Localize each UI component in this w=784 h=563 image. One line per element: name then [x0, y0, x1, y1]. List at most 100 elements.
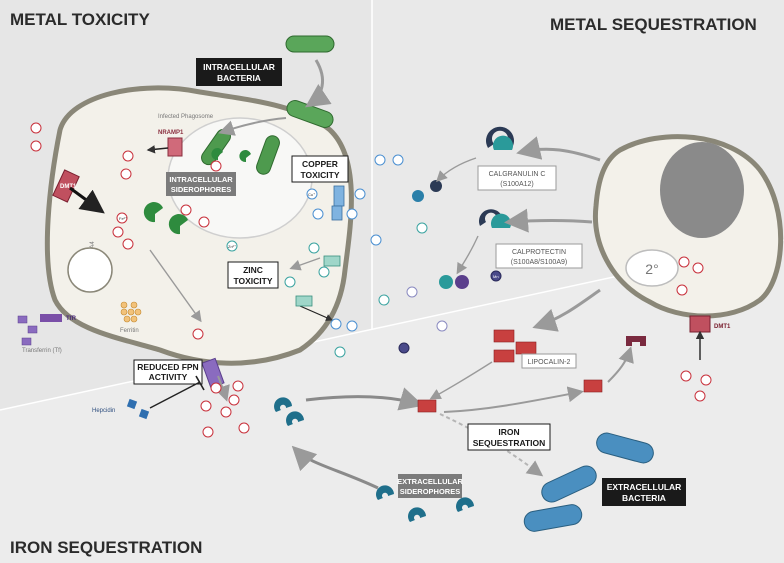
hepcidin-molecules — [126, 398, 150, 420]
intracellular-bacteria-label-2: BACTERIA — [217, 73, 261, 83]
zinc-toxicity-label-1: ZINC — [243, 265, 263, 275]
calprotectin-bound-ion — [455, 275, 469, 289]
iron-ion — [122, 238, 134, 250]
zinc-ion — [318, 266, 330, 278]
zinc-ion — [284, 276, 296, 288]
bacterium — [285, 35, 335, 53]
calgranulin-label-2: (S100A12) — [500, 181, 533, 188]
iron-sequestration-label-1: IRON — [498, 427, 519, 437]
hepcidin — [126, 398, 138, 410]
zinc-ion — [308, 242, 320, 254]
iron-ion — [30, 122, 42, 134]
copper-ion — [346, 320, 358, 332]
tfr-label: TfR — [66, 316, 77, 322]
manganese-ion — [436, 320, 448, 332]
siderophore — [274, 397, 292, 412]
siderophore-receptor — [626, 336, 646, 346]
ferritin-subunit — [127, 308, 135, 316]
zinc-transporter — [295, 295, 313, 307]
copper-ion — [306, 188, 318, 200]
bacterium — [256, 135, 280, 175]
iron-ion — [232, 380, 244, 392]
transferrin — [27, 325, 38, 334]
ferritin-label: Ferritin — [120, 328, 139, 334]
iron-sequestration-label-2: SEQUESTRATION — [473, 438, 546, 448]
copper-toxicity-label-1: COPPER — [302, 159, 338, 169]
ferritin-subunit — [130, 315, 138, 323]
iron-ion — [692, 262, 704, 274]
copper-ion — [346, 208, 358, 220]
extracellular-bacteria — [523, 432, 654, 532]
siderophore — [408, 507, 426, 522]
intracellular-siderophores-label-2: SIDEROPHORES — [171, 185, 231, 194]
calgranulin-box — [477, 165, 557, 191]
arrow-phagosome — [218, 117, 287, 136]
arrow-calgranulin-release — [516, 136, 601, 162]
fe-label-sample: Fe²⁺ — [119, 216, 127, 221]
extracellular-siderophores-label-2: SIDEROPHORES — [400, 487, 460, 496]
arrow-zn-in — [289, 257, 321, 271]
copper-ion — [392, 154, 404, 166]
zinc-toxicity-label-2: TOXICITY — [233, 276, 272, 286]
section-title-iron-sequestration: IRON SEQUESTRATION — [10, 538, 202, 557]
bacterium — [541, 465, 597, 503]
lipocalin-molecules — [493, 329, 537, 363]
copper-ion — [354, 188, 366, 200]
iron-ion — [30, 140, 42, 152]
secondary-granule — [625, 249, 679, 287]
ferritin-subunit — [134, 308, 142, 316]
zinc-ion — [226, 240, 238, 252]
lipocalin-label: LIPOCALIN-2 — [528, 359, 571, 366]
iron-ion — [678, 256, 690, 268]
iron-ion — [198, 216, 210, 228]
zinc-transporter — [323, 255, 341, 267]
reduced-fpn-box — [133, 359, 203, 385]
calgranulin-complex — [412, 126, 514, 202]
extracellular-bacteria-label-2: BACTERIA — [622, 493, 666, 503]
lipocalin-2 — [515, 341, 537, 355]
lipocalin-bound — [417, 399, 437, 413]
iron-ion — [220, 406, 232, 418]
mn-label-sample: Mn — [493, 274, 499, 279]
ferritin-cluster — [120, 301, 142, 323]
zinc-ion — [334, 346, 346, 358]
cu-label-sample: Cu⁺ — [308, 192, 315, 197]
copper-toxicity-label-2: TOXICITY — [300, 170, 339, 180]
siderophore — [168, 214, 188, 235]
zinc-ion — [378, 294, 390, 306]
metal-sequestration-ions — [398, 270, 502, 354]
arrow-lipocalin-release — [532, 288, 601, 332]
iron-ion — [202, 426, 214, 438]
iron-sequestration-box — [467, 423, 551, 451]
siderophore — [456, 497, 474, 512]
dmt1-label: DMT1 — [714, 324, 731, 330]
green-siderophores — [143, 148, 251, 235]
copper-ion — [374, 154, 386, 166]
iron-ion — [228, 394, 240, 406]
iron-ion — [120, 168, 132, 180]
copper-ion — [330, 318, 342, 330]
nramp1-label: NRAMP1 — [158, 130, 184, 136]
copper-ion — [370, 234, 382, 246]
iron-ion — [238, 422, 250, 434]
zn-label-sample: Zn²⁺ — [228, 244, 236, 249]
intracellular-bacteria-label-1: INTRACELLULAR — [203, 62, 275, 72]
extracellular-siderophores-box — [398, 474, 462, 498]
iron-ion — [122, 150, 134, 162]
copper-transporter — [331, 205, 343, 221]
copper-ions — [306, 154, 404, 332]
iron-ion — [200, 400, 212, 412]
arrow-cu-out — [299, 305, 334, 321]
ferritin-subunit — [120, 308, 128, 316]
siderophore — [239, 150, 251, 163]
iron-ion — [680, 370, 692, 382]
extracellular-bacteria-box — [602, 478, 686, 506]
siderophore — [211, 148, 223, 161]
iron-ion — [700, 374, 712, 386]
extracellular-siderophores-label-1: EXTRACELLULAR — [397, 477, 463, 486]
arrow-lipocalin-bound — [443, 386, 584, 413]
extracellular-bacteria-label-1: EXTRACELLULAR — [607, 482, 682, 492]
hepcidin-inhibition-line — [149, 381, 201, 409]
